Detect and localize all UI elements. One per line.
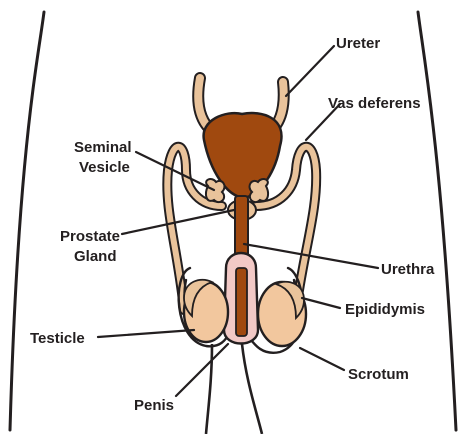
- epididymis-leader: [302, 298, 340, 308]
- label-testicle: Testicle: [30, 330, 85, 347]
- label-seminal-vesicle-line1: Seminal: [74, 139, 132, 156]
- label-seminal-vesicle-line2: Vesicle: [79, 159, 130, 176]
- label-prostate-gland-line2: Gland: [74, 248, 117, 265]
- label-epididymis: Epididymis: [345, 301, 425, 318]
- prostate-gland-leader: [122, 210, 234, 234]
- label-prostate-gland-line1: Prostate: [60, 228, 120, 245]
- testicle-leader: [98, 330, 194, 337]
- label-penis: Penis: [134, 397, 174, 414]
- urethra-in-penis: [236, 268, 247, 336]
- penis-leader: [176, 344, 228, 396]
- label-urethra: Urethra: [381, 261, 435, 278]
- label-vas-deferens: Vas deferens: [328, 95, 421, 112]
- ureter-leader: [286, 46, 334, 96]
- label-scrotum: Scrotum: [348, 366, 409, 383]
- label-ureter: Ureter: [336, 35, 380, 52]
- scrotum-leader: [300, 348, 344, 370]
